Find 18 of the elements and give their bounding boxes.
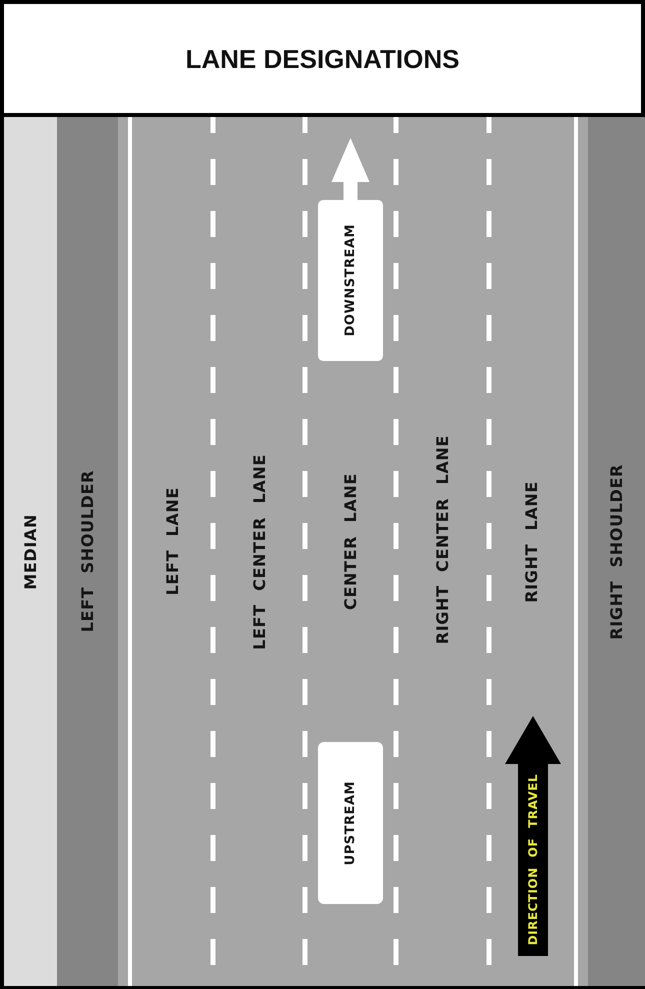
median-band [4,117,57,986]
lane-label: CENTER LANE [341,473,360,610]
lane-label: RIGHT SHOULDER [607,464,626,640]
lane-label: RIGHT CENTER LANE [433,434,452,644]
shoulder-band [57,117,118,986]
lane-label: RIGHT LANE [522,480,541,602]
downstream-sign [318,138,383,361]
lane-label: MEDIAN [21,514,40,590]
shoulder-band [588,117,645,986]
upstream-sign [318,742,383,904]
lane-label: LEFT CENTER LANE [250,454,268,650]
lane-label: LEFT SHOULDER [78,470,97,633]
sign-label: DIRECTION OF TRAVEL [526,774,540,946]
sign-label: UPSTREAM [343,780,358,866]
travel-direction-sign [505,716,561,956]
lane-label: LEFT LANE [163,487,182,596]
title: LANE DESIGNATIONS [186,44,460,74]
sign-label: DOWNSTREAM [343,224,358,337]
